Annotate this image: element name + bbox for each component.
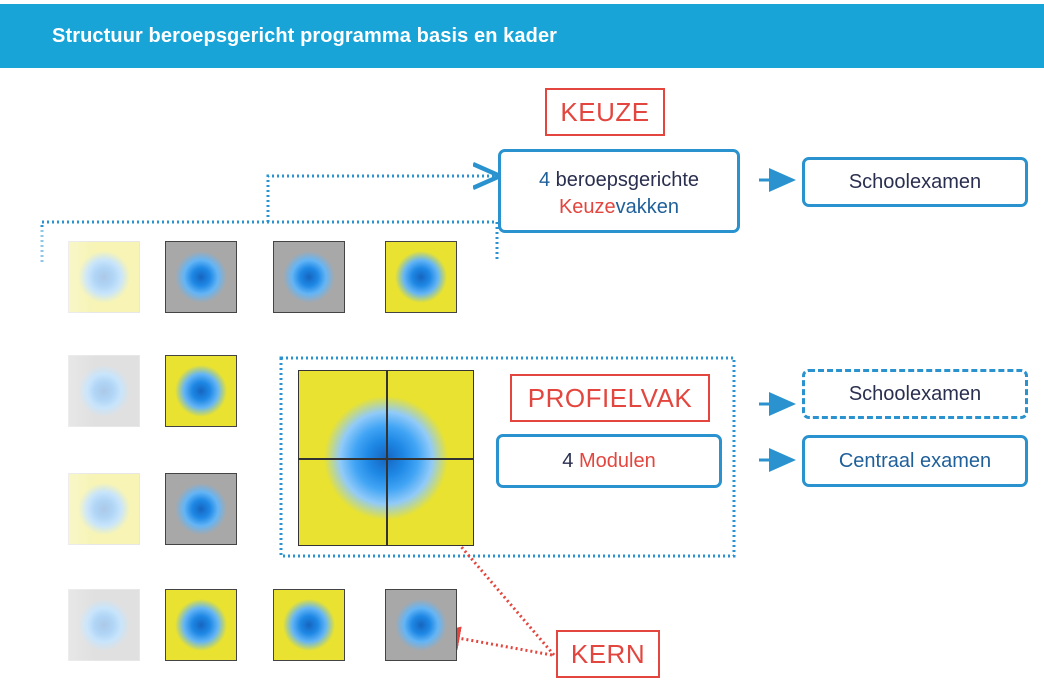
tile-yellow — [385, 241, 457, 313]
keuze-box: 4 beroepsgerichte Keuzevakken — [498, 149, 740, 233]
modules-text: Modulen — [578, 450, 656, 472]
keuze-box-line2: Keuzevakken — [501, 194, 737, 221]
keuze-word-rest: vakken — [615, 196, 680, 218]
keuze-label: KEUZE — [545, 88, 665, 136]
tile-yellow — [165, 589, 237, 661]
keuze-box-line1: 4 beroepsgerichte — [501, 167, 737, 194]
profielvak-tile — [298, 370, 474, 546]
header-bar: Structuur beroepsgericht programma basis… — [0, 4, 1044, 68]
keuze-line1-text: beroepsgerichte — [555, 169, 700, 191]
tile-gray — [165, 473, 237, 545]
tile-gray — [165, 241, 237, 313]
left-fade-overlay — [0, 230, 95, 691]
tile-yellow — [273, 589, 345, 661]
tile-gray — [385, 589, 457, 661]
tile-yellow — [165, 355, 237, 427]
kern-label: KERN — [556, 630, 660, 678]
keuze-word-red: Keuze — [558, 196, 616, 218]
keuze-count: 4 — [538, 169, 551, 191]
centraal-examen-box: Centraal examen — [802, 435, 1028, 487]
profielvak-label: PROFIELVAK — [510, 374, 710, 422]
profielvak-frame — [279, 356, 736, 558]
profiel-schoolexamen-box: Schoolexamen — [802, 369, 1028, 419]
keuze-exam-box: Schoolexamen — [802, 157, 1028, 207]
modules-box: 4 Modulen — [496, 434, 722, 488]
tile-gray — [273, 241, 345, 313]
modules-count: 4 — [562, 450, 574, 472]
kern-arrow-big — [390, 463, 556, 656]
page-title: Structuur beroepsgericht programma basis… — [52, 25, 558, 47]
